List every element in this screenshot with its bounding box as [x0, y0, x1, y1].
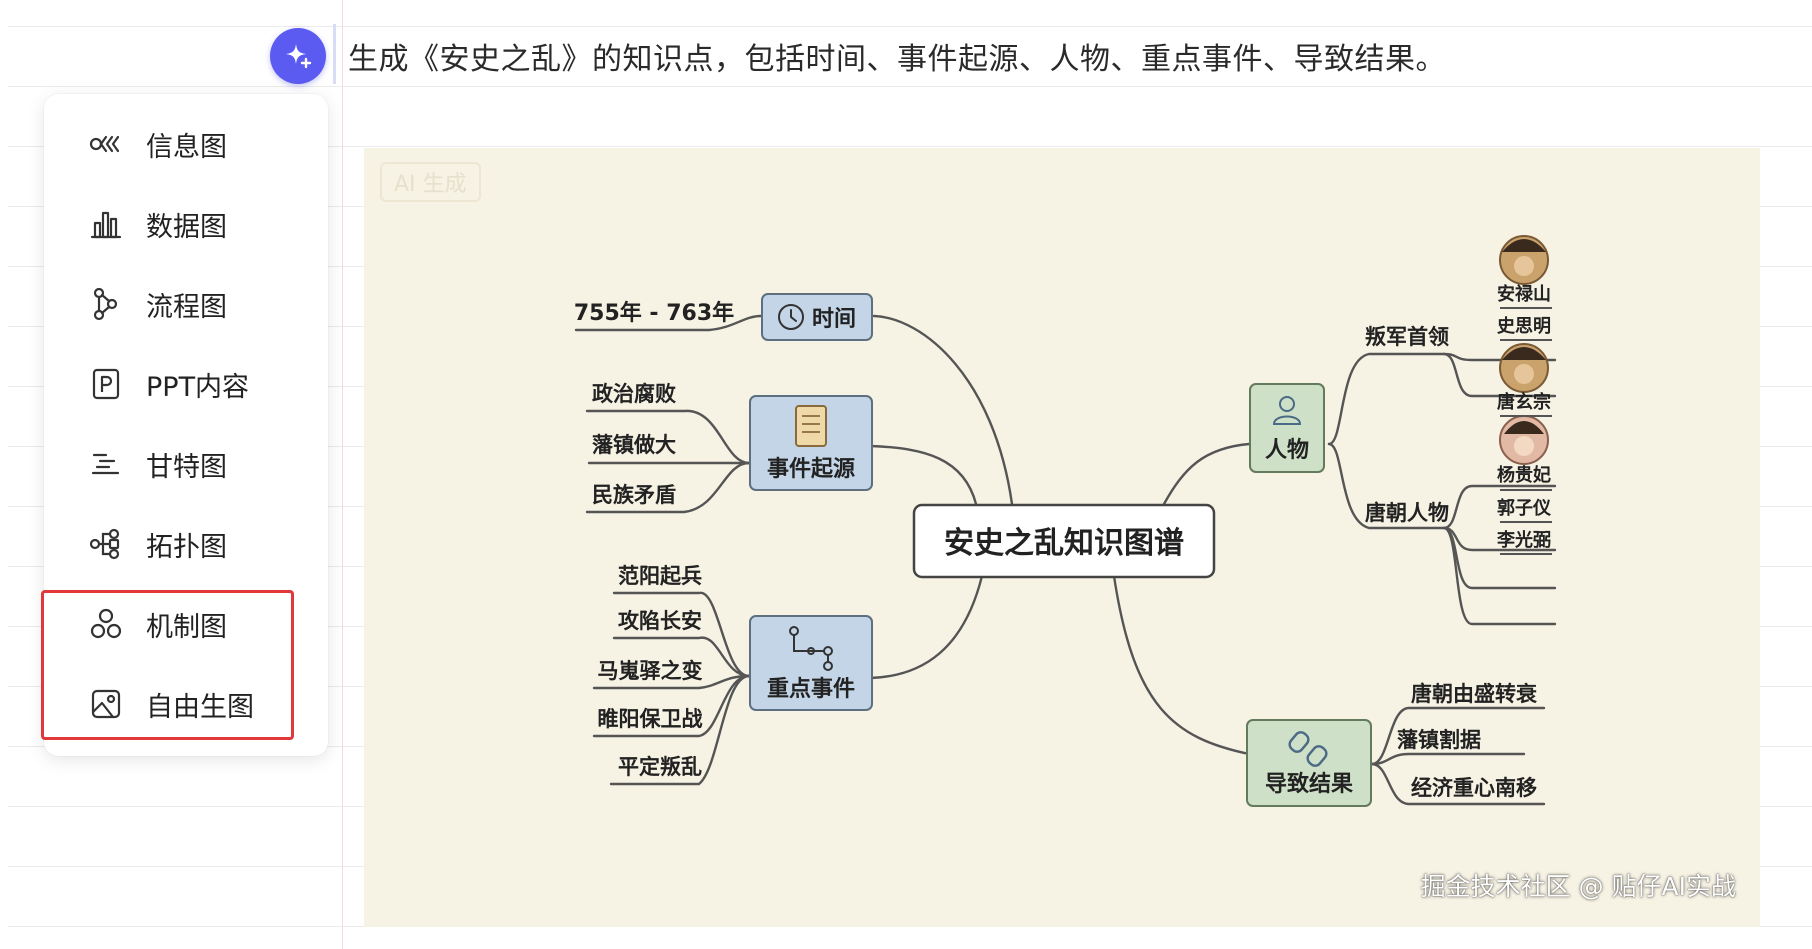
menu-item-label: 信息图 — [146, 125, 227, 164]
result-item: 藩镇割据 — [1397, 728, 1481, 752]
tang-name: 李光弼 — [1496, 529, 1551, 551]
mindmap-title: 安史之乱知识图谱 — [944, 526, 1184, 561]
menu-item-label: PPT内容 — [146, 365, 249, 404]
ppt-icon — [86, 364, 126, 404]
watermark: 掘金技术社区 @ 贴仔AI实战 — [1421, 867, 1736, 903]
time-value: 755年 - 763年 — [574, 300, 734, 326]
generated-image[interactable]: 安史之乱知识图谱 时间 755年 - 763年 事件起源 政治腐败 藩镇做大 民… — [364, 148, 1760, 927]
node-results-label: 导致结果 — [1265, 771, 1353, 797]
origin-item: 政治腐败 — [592, 382, 676, 406]
menu-item-label: 数据图 — [146, 205, 227, 244]
tang-name: 郭子仪 — [1497, 497, 1552, 519]
infographic-icon — [86, 124, 126, 164]
mindmap-diagram: 安史之乱知识图谱 时间 755年 - 763年 事件起源 政治腐败 藩镇做大 民… — [364, 148, 1760, 927]
prompt-indicator — [333, 24, 336, 84]
event-item: 睢阳保卫战 — [598, 707, 703, 731]
menu-item-label: 甘特图 — [146, 445, 227, 484]
node-people-label: 人物 — [1265, 437, 1309, 463]
ai-assistant-button[interactable] — [270, 28, 326, 84]
rebel-name: 安禄山 — [1497, 283, 1551, 305]
tang-name: 杨贵妃 — [1497, 464, 1551, 486]
menu-item-topology[interactable]: 拓扑图 — [44, 512, 328, 576]
menu-item-data-chart[interactable]: 数据图 — [44, 192, 328, 256]
node-time-label: 时间 — [812, 307, 856, 332]
node-origin-label: 事件起源 — [767, 456, 855, 482]
gantt-icon — [86, 444, 126, 484]
menu-item-flowchart[interactable]: 流程图 — [44, 272, 328, 336]
portrait-tang-xuanzong — [1500, 344, 1548, 392]
event-item: 马嵬驿之变 — [598, 659, 703, 683]
menu-item-gantt[interactable]: 甘特图 — [44, 432, 328, 496]
people-group: 叛军首领 — [1365, 325, 1449, 349]
prompt-text[interactable]: 生成《安史之乱》的知识点，包括时间、事件起源、人物、重点事件、导致结果。 — [348, 34, 1446, 78]
people-group: 唐朝人物 — [1365, 501, 1449, 525]
menu-item-label: 流程图 — [146, 285, 227, 324]
topology-icon — [86, 524, 126, 564]
menu-item-ppt[interactable]: PPT内容 — [44, 352, 328, 416]
event-item: 攻陷长安 — [618, 609, 702, 633]
scroll-icon — [796, 406, 826, 446]
result-item: 经济重心南移 — [1411, 776, 1537, 800]
sparkle-icon — [282, 40, 314, 72]
bar-chart-icon — [86, 204, 126, 244]
result-item: 唐朝由盛转衰 — [1411, 682, 1538, 706]
origin-item: 民族矛盾 — [592, 483, 676, 507]
ai-generated-badge: AI 生成 — [380, 162, 481, 202]
highlight-box — [41, 590, 294, 740]
origin-item: 藩镇做大 — [592, 433, 676, 457]
tang-name: 唐玄宗 — [1497, 391, 1551, 413]
node-events-label: 重点事件 — [767, 676, 855, 702]
event-item: 平定叛乱 — [618, 755, 702, 779]
menu-item-label: 拓扑图 — [146, 525, 227, 564]
menu-item-infographic[interactable]: 信息图 — [44, 112, 328, 176]
portrait-yang-guifei — [1500, 416, 1548, 464]
flowchart-icon — [86, 284, 126, 324]
event-item: 范阳起兵 — [618, 564, 702, 588]
portrait-an-lushan — [1500, 236, 1548, 284]
rebel-name: 史思明 — [1497, 315, 1551, 337]
